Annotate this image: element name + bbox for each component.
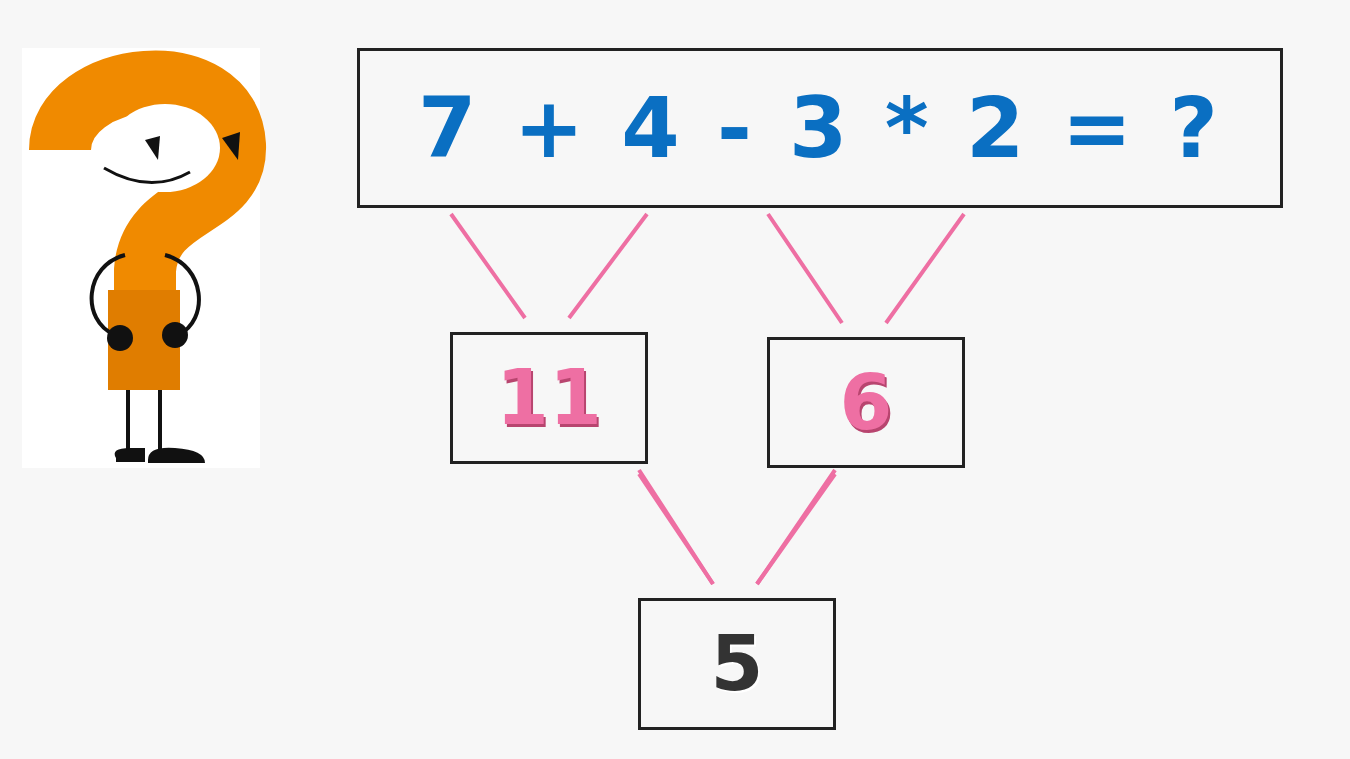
smile xyxy=(104,168,190,183)
box-text: 6 xyxy=(840,361,893,445)
right-eye xyxy=(222,132,240,160)
left-arm xyxy=(92,255,125,335)
question-hook xyxy=(60,82,235,290)
box-text: 11 xyxy=(496,356,602,440)
pink-connector xyxy=(768,214,964,323)
left-hand xyxy=(107,325,133,351)
pink-connector xyxy=(639,470,835,584)
pink-connector xyxy=(639,474,835,584)
box-text: 5 xyxy=(711,622,764,706)
right-hand xyxy=(162,322,188,348)
legs xyxy=(128,390,160,452)
character-ground xyxy=(22,48,260,468)
result-box: 5 xyxy=(638,598,836,730)
feet xyxy=(115,448,205,463)
left-eye xyxy=(145,136,160,160)
box-text: 7 + 4 - 3 * 2 = ? xyxy=(418,82,1222,174)
equation-box: 7 + 4 - 3 * 2 = ? xyxy=(357,48,1283,208)
sum-box: 11 xyxy=(450,332,648,464)
product-box: 6 xyxy=(767,337,965,468)
pink-connector xyxy=(451,214,647,318)
